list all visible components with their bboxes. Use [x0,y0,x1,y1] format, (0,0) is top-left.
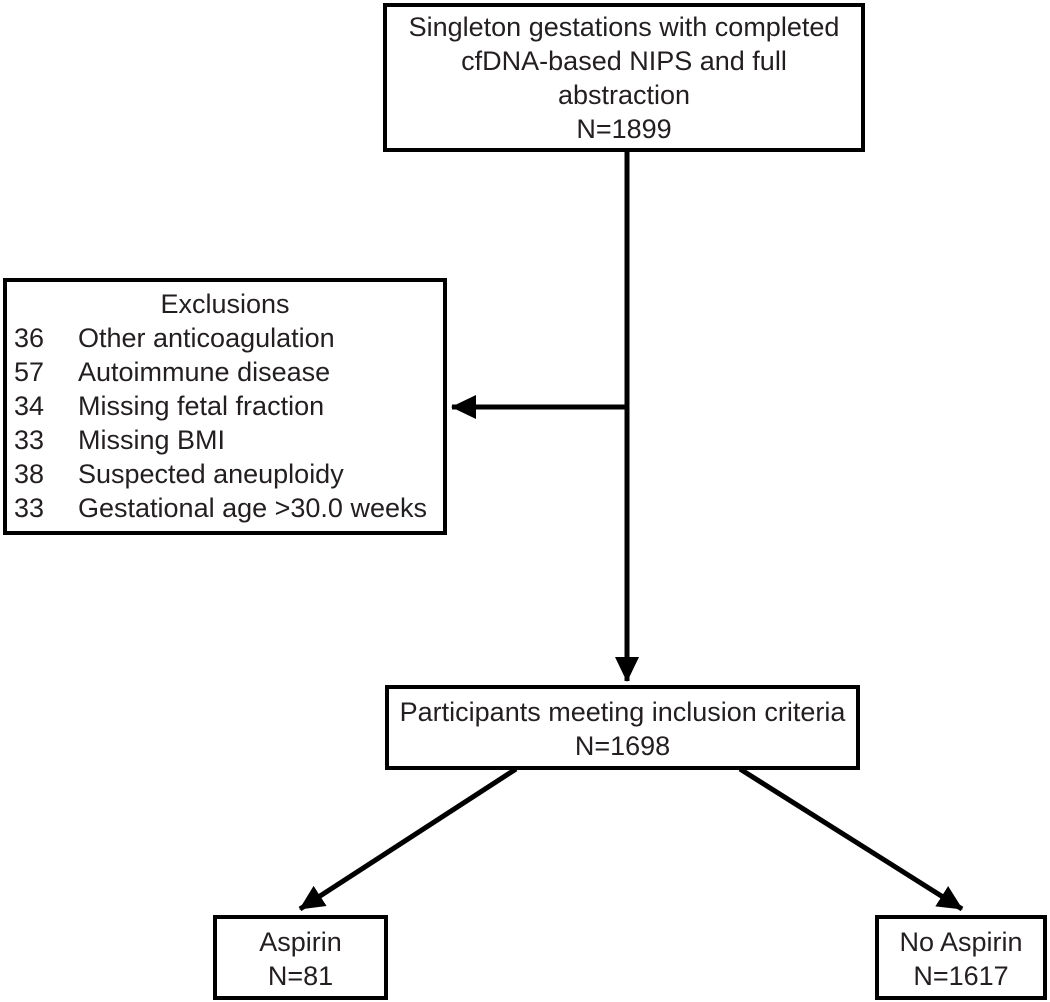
connector-inclusion-to-aspirin-arrow [298,766,518,912]
exclusion-item: 38 Suspected aneuploidy [7,457,443,491]
inclusion-box: Participants meeting inclusion criteria … [385,685,860,770]
inclusion-count: N=1698 [574,731,671,761]
exclusion-item: 57 Autoimmune disease [7,355,443,389]
aspirin-group-box: Aspirin N=81 [213,915,388,1000]
exclusion-count: 33 [14,425,45,455]
no-aspirin-group-box: No Aspirin N=1617 [875,915,1047,1000]
aspirin-count: N=81 [267,961,334,991]
connector-inclusion-to-no-aspirin-arrow [738,766,964,912]
exclusion-count: 36 [14,323,45,353]
exclusion-count: 34 [14,391,45,421]
enrollment-line-2: cfDNA-based NIPS and full [461,46,787,76]
exclusions-box: Exclusions 36 Other anticoagulation 57 A… [3,278,447,535]
exclusion-label: Other anticoagulation [78,323,335,353]
exclusion-count: 38 [14,459,45,489]
exclusion-label: Autoimmune disease [78,357,331,387]
enrollment-line-1: Singleton gestations with completed [408,12,840,42]
enrollment-box: Singleton gestations with completed cfDN… [383,3,865,152]
exclusion-item: 33 Missing BMI [7,423,443,457]
exclusion-count: 57 [14,357,45,387]
no-aspirin-label: No Aspirin [899,927,1023,957]
enrollment-count: N=1899 [576,114,672,144]
no-aspirin-count: N=1617 [913,961,1009,991]
exclusion-item: 34 Missing fetal fraction [7,389,443,423]
exclusion-label: Missing fetal fraction [78,391,325,421]
exclusion-item: 36 Other anticoagulation [7,321,443,355]
exclusion-label: Missing BMI [78,425,226,455]
exclusion-item: 33 Gestational age >30.0 weeks [7,491,443,525]
enrollment-line-3: abstraction [557,80,691,110]
exclusion-label: Gestational age >30.0 weeks [78,493,427,523]
aspirin-label: Aspirin [259,927,342,957]
exclusion-label: Suspected aneuploidy [78,459,344,489]
inclusion-line-1: Participants meeting inclusion criteria [399,697,846,727]
exclusion-count: 33 [14,493,45,523]
exclusions-title: Exclusions [160,289,290,319]
